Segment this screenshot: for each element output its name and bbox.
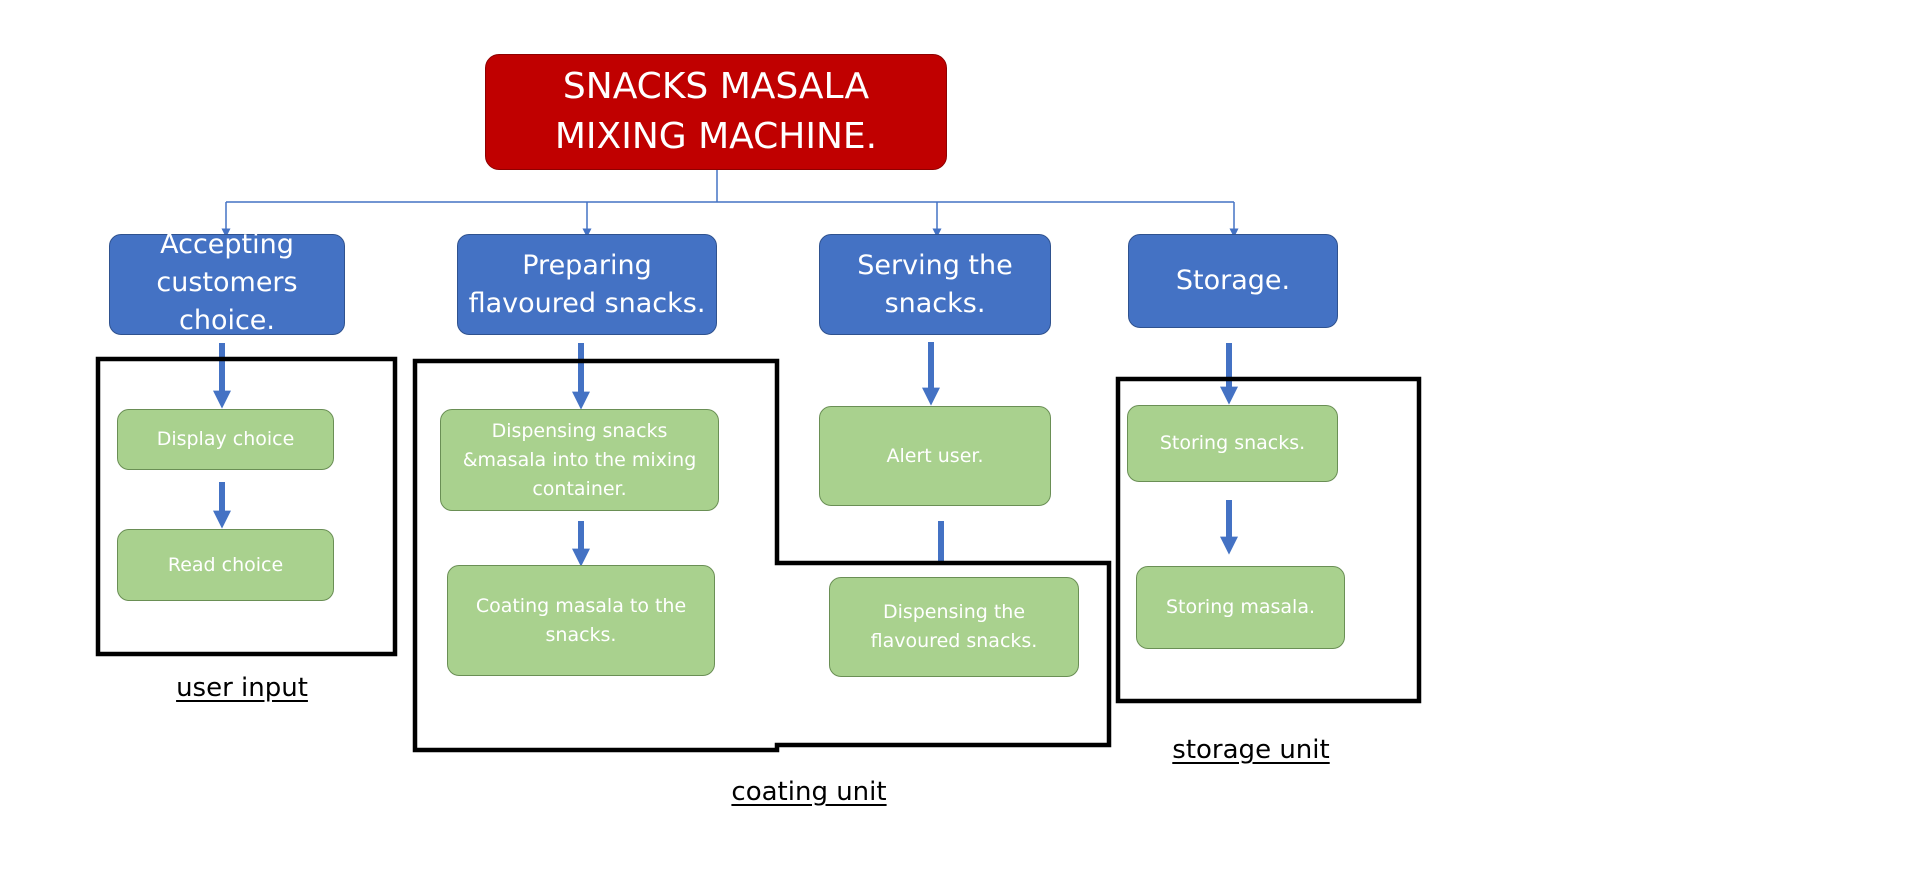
branch-serving-label: Serving the snacks.	[857, 249, 1013, 319]
group-borders	[95, 356, 1422, 753]
leaf-dispensing-flavoured-snacks: Dispensing the flavoured snacks.	[829, 577, 1079, 677]
branch-serving-the-snacks: Serving the snacks.	[819, 234, 1051, 335]
leaf-coating-masala-label: Coating masala to the snacks.	[475, 594, 687, 646]
leaf-storing-masala: Storing masala.	[1136, 566, 1345, 649]
leaf-read-choice: Read choice	[117, 529, 334, 601]
root-title-text: SNACKS MASALA MIXING MACHINE.	[554, 66, 878, 157]
leaf-dispensing-flavoured-label: Dispensing the flavoured snacks.	[870, 601, 1038, 652]
root-title-box: SNACKS MASALA MIXING MACHINE.	[485, 54, 947, 170]
user-input-group-border	[95, 356, 398, 657]
coating-unit-label: coating unit	[731, 777, 887, 807]
leaf-display-choice: Display choice	[117, 409, 334, 470]
user-input-unit-label: user input	[176, 673, 308, 703]
branch-preparing-label: Preparing flavoured snacks.	[468, 249, 706, 319]
leaf-coating-masala: Coating masala to the snacks.	[447, 565, 715, 676]
flow-arrows	[213, 342, 1238, 567]
storage-unit-group-border	[1115, 376, 1422, 704]
leaf-storing-masala-label: Storing masala.	[1165, 596, 1316, 618]
leaf-storing-snacks: Storing snacks.	[1127, 405, 1338, 482]
branch-preparing-flavoured-snacks: Preparing flavoured snacks.	[457, 234, 717, 335]
coating-unit-group-border	[412, 358, 1112, 753]
branch-accepting-customers-choice: Accepting customers choice.	[109, 229, 345, 336]
branch-storage-label: Storage.	[1175, 265, 1291, 296]
tree-connectors	[221, 170, 1239, 238]
storage-unit-label: storage unit	[1172, 735, 1330, 765]
leaf-alert-user: Alert user.	[819, 406, 1051, 506]
leaf-storing-snacks-label: Storing snacks.	[1159, 432, 1306, 454]
leaf-alert-user-label: Alert user.	[886, 444, 984, 467]
leaf-display-choice-label: Display choice	[156, 428, 295, 450]
leaf-dispensing-snacks-masala-label: Dispensing snacks &masala into the mixin…	[462, 419, 697, 500]
branch-storage: Storage.	[1128, 234, 1338, 328]
leaf-read-choice-label: Read choice	[167, 553, 284, 576]
branch-accepting-label: Accepting customers choice.	[156, 228, 298, 336]
leaf-dispensing-snacks-masala: Dispensing snacks &masala into the mixin…	[440, 409, 719, 511]
